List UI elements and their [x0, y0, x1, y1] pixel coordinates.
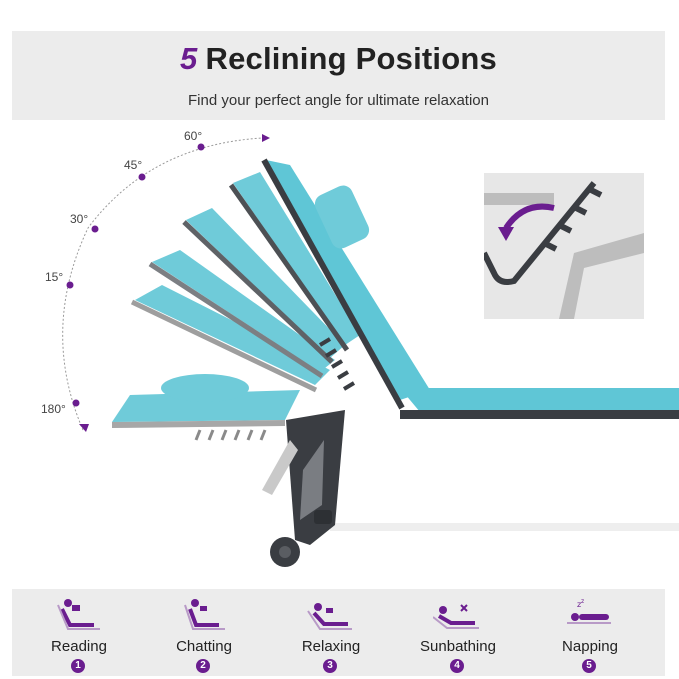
position-label: Reading: [51, 638, 107, 655]
positions-panel: Reading 1 Chatting 2 Relaxing 3 Sunbathi…: [12, 589, 665, 676]
chatting-icon: [184, 599, 225, 630]
position-number: 2: [196, 659, 210, 673]
svg-text:z: z: [577, 600, 581, 609]
position-chatting: Chatting 2: [144, 589, 264, 676]
position-sunbathing: Sunbathing 4: [398, 589, 518, 676]
page-subtitle: Find your perfect angle for ultimate rel…: [188, 92, 489, 109]
position-reading: Reading 1: [19, 589, 139, 676]
position-relaxing: Relaxing 3: [271, 589, 391, 676]
angle-label-15: 15°: [45, 270, 64, 284]
ratchet-detail-inset: [481, 173, 644, 319]
position-number: 1: [71, 659, 85, 673]
sunbathing-icon: [433, 604, 479, 629]
relaxing-icon: [307, 603, 352, 630]
position-label: Sunbathing: [420, 638, 496, 655]
angle-label-60: 60°: [184, 129, 203, 143]
reading-icon: [57, 599, 100, 630]
angle-label-180: 180°: [41, 402, 66, 416]
angle-label-30: 30°: [70, 212, 89, 226]
ratchet-detail-image: [481, 173, 644, 319]
title-text: Reclining Positions: [205, 41, 497, 76]
position-number: 4: [450, 659, 464, 673]
rotation-arrow-icon: [503, 203, 555, 230]
position-number: 3: [323, 659, 337, 673]
position-number: 5: [582, 659, 596, 673]
title-number: 5: [180, 41, 198, 76]
position-label: Relaxing: [301, 638, 361, 655]
angle-label-45: 45°: [124, 158, 143, 172]
position-label: Napping: [562, 638, 618, 655]
lounge-chair-illustration: [62, 134, 679, 567]
position-label: Chatting: [176, 638, 232, 655]
position-napping: z z Napping 5: [530, 589, 650, 676]
svg-text:z: z: [581, 598, 584, 605]
napping-icon: z z: [567, 598, 611, 624]
